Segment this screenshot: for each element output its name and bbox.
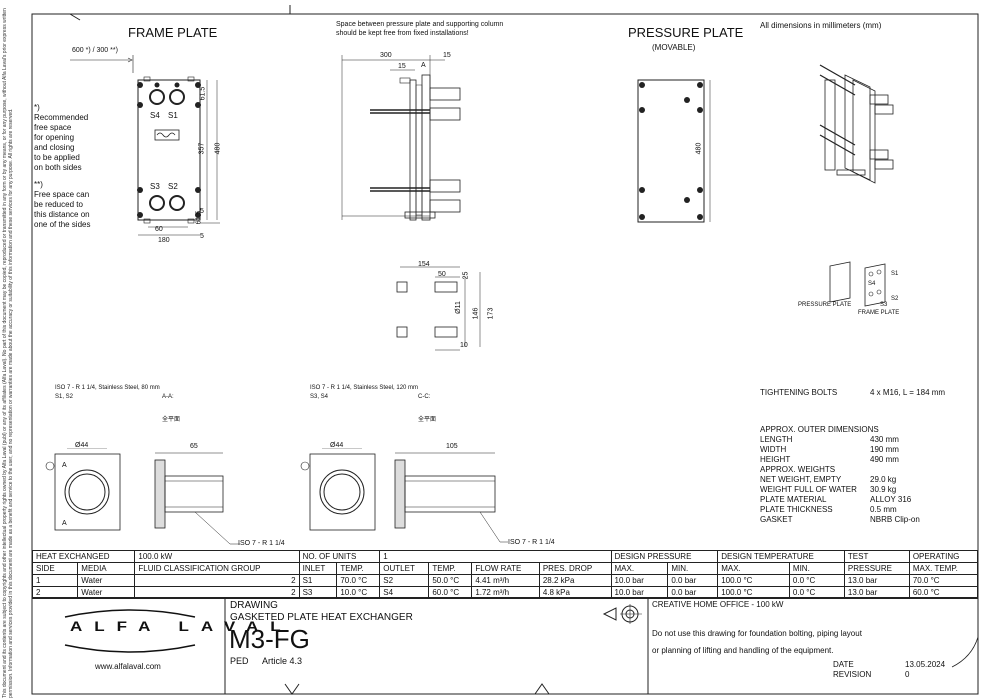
dim-15b: 15 (443, 52, 451, 59)
mini-s3: S3 (880, 302, 888, 308)
side-view-drawing (341, 55, 461, 221)
conn-a-length: 65 (190, 443, 198, 450)
conn-a-label-top: A (62, 462, 67, 469)
port-s3: S3 (150, 182, 160, 191)
title-block-frame (32, 597, 978, 694)
pressure-plate-drawing (637, 79, 711, 223)
mini-pressure-label: PRESSURE PLATE (798, 302, 852, 308)
frame-plate-title: FRAME PLATE (128, 25, 218, 40)
conn-c-thread: ISO 7 - R 1 1/4 (508, 539, 555, 546)
dim-60: 60 (155, 226, 163, 233)
mini-plates-view (829, 261, 886, 307)
conn-a-label-bottom: A (62, 520, 67, 527)
customer: CREATIVE HOME OFFICE - 100 kW (652, 600, 784, 609)
alfa-laval-logo: ALFA LAVAL (60, 605, 281, 655)
dim-61-5-top: 61.5 (199, 86, 207, 101)
dim-300: 300 (380, 52, 392, 59)
conn-c-length: 105 (446, 443, 458, 450)
dim-357: 357 (198, 142, 206, 155)
pressure-plate-title: PRESSURE PLATE (628, 25, 744, 40)
frame-plate-drawing (70, 55, 220, 236)
projection-symbol-icon (602, 604, 642, 624)
conn-c-cn: 全平面 (418, 417, 437, 423)
conn-c-spec: ISO 7 - R 1 1/4, Stainless Steel, 120 mm (310, 385, 419, 391)
conn-a-cn: 全平面 (162, 417, 181, 423)
conn-a-thread: ISO 7 - R 1 1/4 (238, 540, 285, 547)
port-s1: S1 (168, 111, 178, 120)
model-name: M3-FG (229, 624, 310, 654)
conn-c-section: C-C: (418, 394, 431, 400)
table-header-row-1: HEAT EXCHANGED 100.0 kW NO. OF UNITS 1 D… (31, 550, 979, 563)
conn-a-section: A-A: (162, 394, 174, 400)
dim-61-5-bottom: 61.5 (195, 210, 203, 225)
dim-10: 10 (460, 342, 468, 349)
conn-a-diameter: Ø44 (75, 442, 89, 449)
free-space-dimension: 600 *) / 300 **) (72, 47, 118, 54)
mini-s4: S4 (868, 281, 876, 287)
pressure-plate-subtitle: (MOVABLE) (652, 43, 696, 52)
weights-title: APPROX. WEIGHTS (760, 465, 836, 474)
mini-s2: S2 (891, 296, 899, 302)
section-a-label: A (421, 62, 426, 69)
foot-detail-drawing (396, 266, 481, 351)
dim-146: 146 (472, 307, 480, 320)
dim-25: 25 (462, 271, 470, 280)
dim-180: 180 (158, 237, 170, 244)
dim-173: 173 (487, 307, 495, 320)
dim-5b: 5 (200, 233, 204, 240)
date-value: 13.05.2024 (905, 660, 946, 669)
ped-label: PED (230, 656, 249, 666)
dim-11: Ø11 (454, 301, 462, 314)
revision-label: REVISION (833, 670, 872, 679)
port-s4: S4 (150, 111, 160, 120)
conn-c-ports: S3, S4 (310, 394, 329, 400)
conn-c-diameter: Ø44 (330, 442, 344, 449)
ped-article: Article 4.3 (262, 656, 303, 666)
dim-15a: 15 (398, 63, 406, 70)
port-s2: S2 (168, 182, 178, 191)
drawing-label: DRAWING (230, 600, 278, 611)
warning-note-2: or planning of lifting and handling of t… (652, 646, 834, 655)
connection-a-drawing (45, 448, 240, 545)
conn-a-ports: S1, S2 (55, 394, 74, 400)
warning-note-1: Do not use this drawing for foundation b… (652, 629, 862, 638)
conn-a-spec: ISO 7 - R 1 1/4, Stainless Steel, 80 mm (55, 385, 160, 391)
all-dimensions-note: All dimensions in millimeters (mm) (760, 21, 882, 30)
dim-480: 480 (214, 142, 222, 155)
mini-frame-label: FRAME PLATE (858, 310, 900, 316)
website: www.alfalaval.com (95, 662, 161, 671)
connection-c-drawing (300, 448, 508, 543)
process-data-table: HEAT EXCHANGED 100.0 kW NO. OF UNITS 1 D… (31, 550, 979, 599)
outer-dims-title: APPROX. OUTER DIMENSIONS (760, 425, 879, 434)
logo-text: ALFA LAVAL (70, 619, 293, 635)
bolts-label: TIGHTENING BOLTS (760, 388, 838, 397)
revision-value: 0 (905, 670, 910, 679)
copyright-disclaimer: This document and its contents are subje… (2, 8, 14, 698)
isometric-view (819, 64, 894, 184)
bolts-value: 4 x M16, L = 184 mm (870, 388, 946, 397)
dim-50: 50 (438, 271, 446, 278)
dim-154: 154 (418, 261, 430, 268)
pressure-dim-480: 480 (695, 142, 703, 155)
date-label: DATE (833, 660, 854, 669)
side-view-note: Space between pressure plate and support… (336, 21, 504, 37)
mini-s1: S1 (891, 271, 899, 277)
drawing-type: GASKETED PLATE HEAT EXCHANGER (230, 612, 413, 623)
dim-5a: 5 (200, 208, 204, 215)
